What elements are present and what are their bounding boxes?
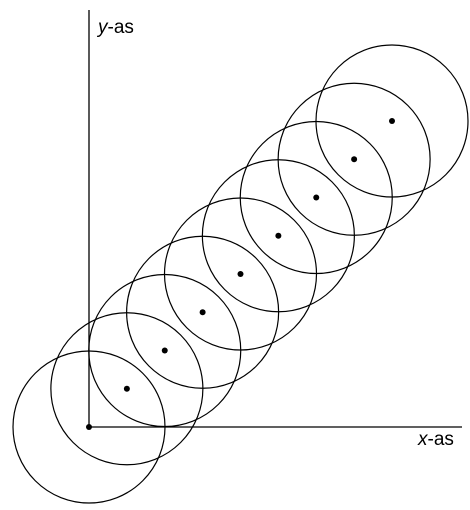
center-dot-2 xyxy=(161,347,168,354)
center-dot-5 xyxy=(275,232,282,239)
x-axis-label: x-as xyxy=(418,430,454,449)
center-dot-6 xyxy=(313,194,320,201)
center-dot-7 xyxy=(351,156,358,163)
y-axis-label-suffix: -as xyxy=(107,17,134,38)
circles-layer xyxy=(12,44,469,504)
circle-7 xyxy=(277,82,431,236)
center-dot-8 xyxy=(389,118,395,124)
y-axis-label-var: y xyxy=(98,17,108,38)
x-axis-label-var: x xyxy=(418,429,428,450)
y-axis-label: y-as xyxy=(98,18,134,37)
center-dot-0 xyxy=(86,424,92,430)
center-dot-3 xyxy=(199,309,206,316)
x-axis-label-suffix: -as xyxy=(427,429,454,450)
center-dots-layer xyxy=(86,118,395,430)
circle-8 xyxy=(315,44,469,198)
center-dot-4 xyxy=(237,271,244,277)
center-dot-1 xyxy=(123,385,130,392)
